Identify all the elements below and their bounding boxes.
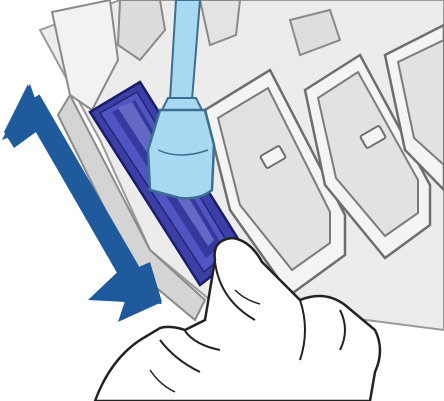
illustration-canvas — [0, 0, 444, 401]
instruction-illustration — [0, 0, 444, 401]
